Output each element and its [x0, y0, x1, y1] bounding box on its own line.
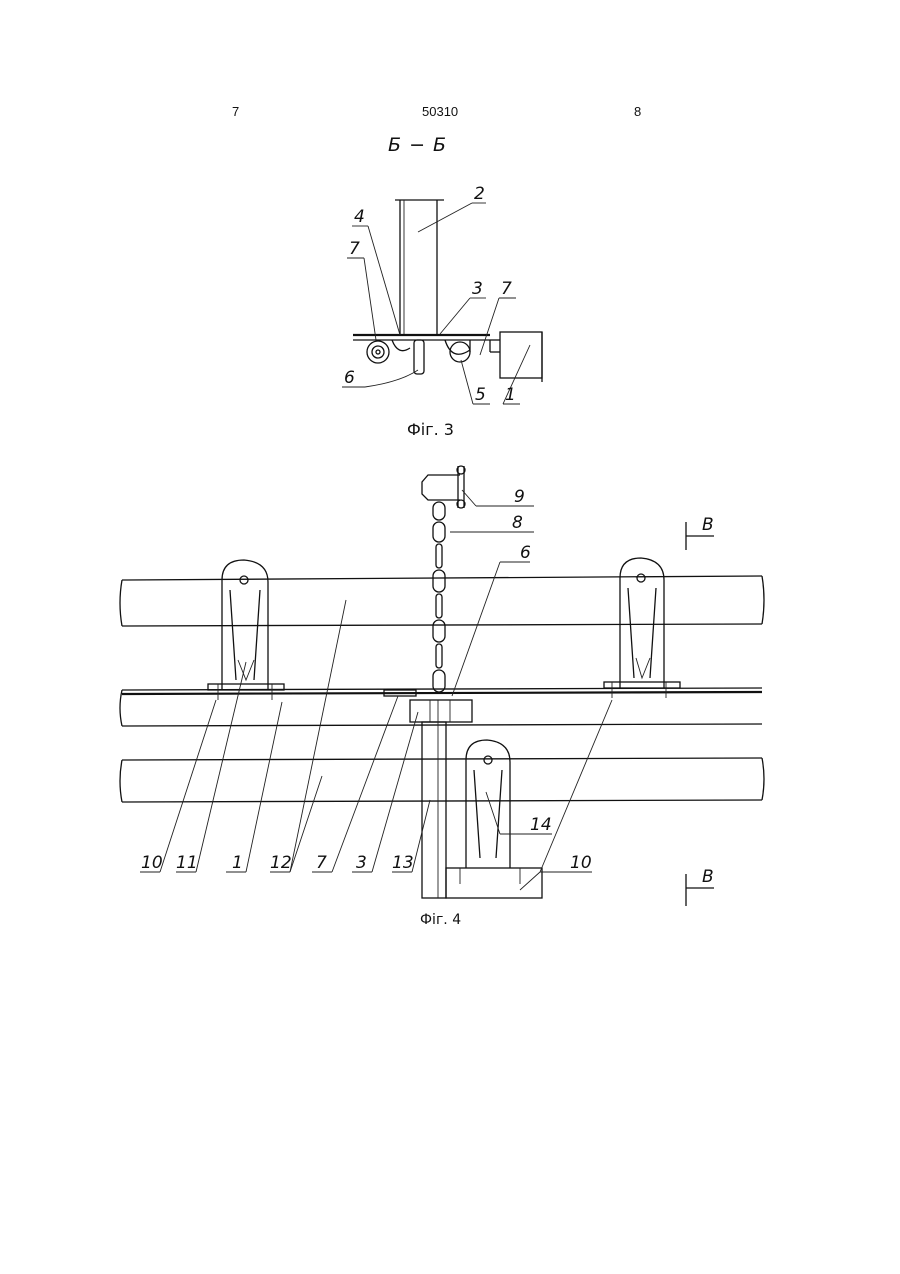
fig4-section-mark-bottom: В [702, 867, 714, 887]
fig3-caption: Фіг. 3 [407, 420, 454, 439]
fig3-label-1: 1 [505, 385, 516, 405]
fig3-label-7-left: 7 [349, 239, 360, 259]
fig4-label-3: 3 [356, 853, 367, 873]
fig3-label-7-right: 7 [501, 279, 512, 299]
fig4-drawing [120, 466, 764, 906]
fig4-label-13: 13 [392, 853, 414, 873]
fig3-label-6: 6 [344, 368, 355, 388]
fig3-label-2: 2 [474, 184, 485, 204]
fig3-drawing [342, 200, 542, 404]
fig4-label-8: 8 [512, 513, 523, 533]
fig4-label-9: 9 [514, 487, 525, 507]
fig4-label-7: 7 [316, 853, 327, 873]
fig4-label-14: 14 [530, 815, 552, 835]
fig4-label-6: 6 [520, 543, 531, 563]
fig4-label-10-right: 10 [570, 853, 592, 873]
fig3-label-5: 5 [475, 385, 486, 405]
fig4-section-mark-top: В [702, 515, 714, 535]
fig4-label-1: 1 [232, 853, 243, 873]
fig4-label-11: 11 [176, 853, 198, 873]
fig4-caption: Фіг. 4 [420, 912, 461, 928]
fig3-label-4: 4 [354, 207, 365, 227]
fig3-label-3: 3 [472, 279, 483, 299]
fig4-label-10-left: 10 [141, 853, 163, 873]
fig4-label-12: 12 [270, 853, 292, 873]
